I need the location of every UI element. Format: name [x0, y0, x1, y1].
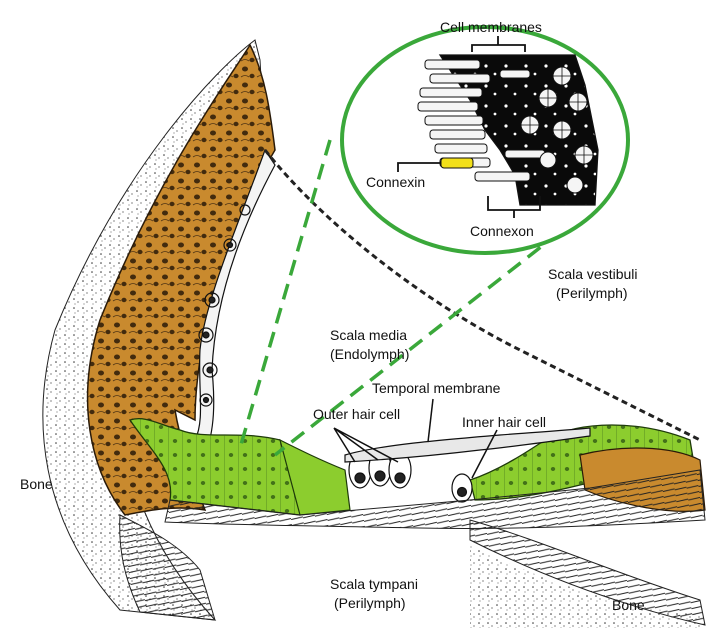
label-connexin: Connexin: [366, 174, 425, 190]
label-scala-tympani-fluid: (Perilymph): [334, 595, 406, 611]
label-scala-tympani: Scala tympani: [330, 576, 418, 592]
label-scala-vestibuli-fluid: (Perilymph): [556, 285, 628, 301]
connexin-highlight: [441, 158, 473, 168]
label-scala-media: Scala media: [330, 327, 407, 343]
label-scala-vestibuli: Scala vestibuli: [548, 266, 638, 282]
inner-hair-cell: [452, 474, 472, 502]
label-inner-hair-cell: Inner hair cell: [462, 414, 546, 430]
label-cell-membranes: Cell membranes: [440, 19, 542, 35]
label-temporal-membrane: Temporal membrane: [372, 380, 501, 396]
label-bone-right: Bone: [612, 597, 645, 613]
label-outer-hair-cell: Outer hair cell: [313, 406, 400, 422]
label-bone-left: Bone: [20, 476, 53, 492]
temporal-membrane-pointer: [428, 399, 433, 442]
label-connexon: Connexon: [470, 223, 534, 239]
label-scala-media-fluid: (Endolymph): [330, 346, 409, 362]
